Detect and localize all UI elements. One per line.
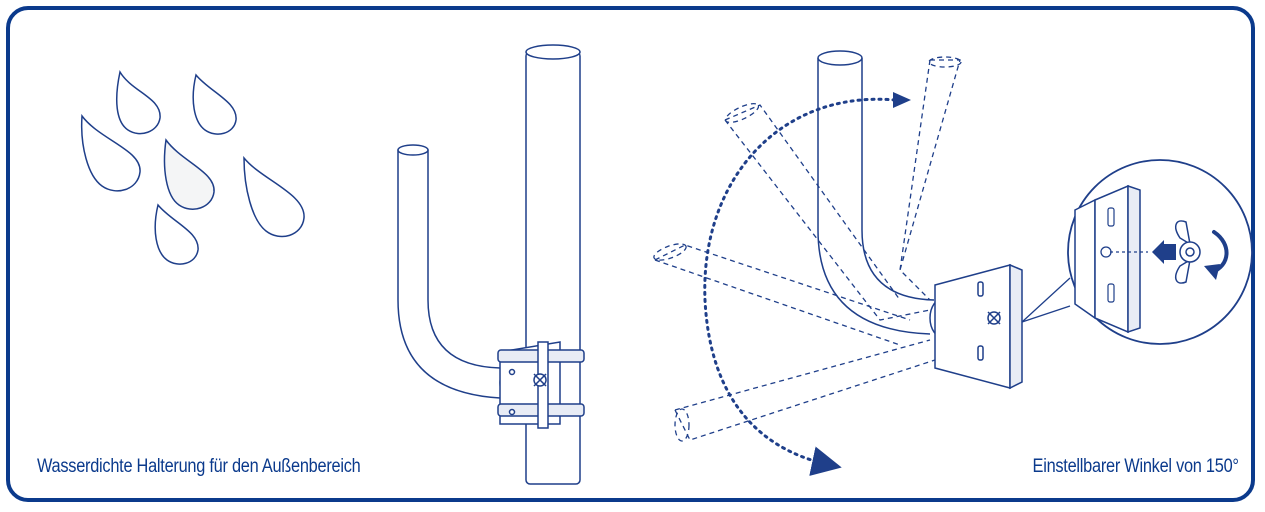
detail-circle <box>1067 159 1253 345</box>
caption-waterproof: Wasserdichte Halterung für den Außenbere… <box>37 456 361 477</box>
wall-bracket <box>934 263 1023 390</box>
water-drops-icon <box>80 69 305 265</box>
caption-adjustable-angle: Einstellbarer Winkel von 150° <box>1032 456 1239 477</box>
wing-nut-icon <box>1175 220 1201 284</box>
rotation-arc <box>703 97 897 476</box>
zoom-callout <box>1021 277 1071 323</box>
clamp-bracket <box>497 341 585 429</box>
rotation-arrow-top <box>893 92 911 108</box>
panel-frame <box>6 6 1255 502</box>
rotation-ghost-arms <box>653 56 962 442</box>
